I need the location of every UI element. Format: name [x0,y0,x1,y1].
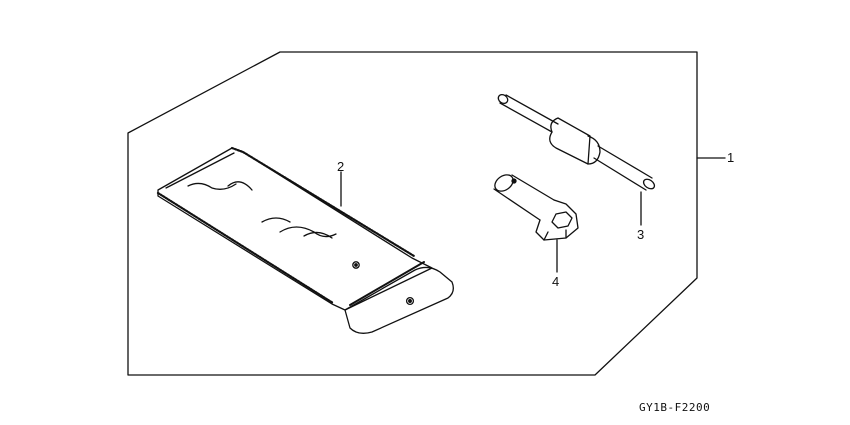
plug-wrench-drawing [493,174,579,241]
diagram-code: GY1B-F2200 [639,401,711,414]
kit-boundary [127,51,698,376]
callout-tool-kit: 1 [727,150,735,165]
handle-bar-drawing [497,93,656,191]
callout-handle-bar: 3 [637,227,645,242]
tool-bag-drawing [156,146,454,334]
callout-plug-wrench: 4 [552,274,560,289]
callout-tool-bag: 2 [337,159,345,174]
